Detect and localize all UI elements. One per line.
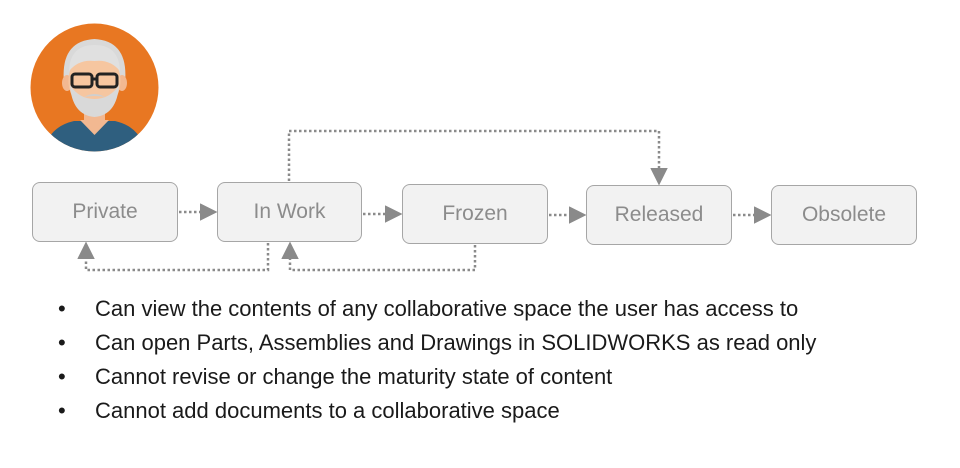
lifecycle-connectors <box>77 129 772 272</box>
state-released: Released <box>586 185 732 245</box>
state-obsolete: Obsolete <box>771 185 917 245</box>
state-frozen: Frozen <box>402 184 548 244</box>
arrow-inwork-to-released <box>287 129 668 186</box>
permission-item: •Can open Parts, Assemblies and Drawings… <box>58 330 817 355</box>
permission-list: •Can view the contents of any collaborat… <box>50 292 930 428</box>
arrow-inwork-to-private <box>77 241 270 272</box>
permission-item: •Can view the contents of any collaborat… <box>58 296 799 321</box>
state-in-work: In Work <box>217 182 362 242</box>
permission-item: •Cannot revise or change the maturity st… <box>58 364 613 389</box>
user-avatar-icon <box>30 23 159 152</box>
arrow-frozen-to-inwork <box>281 241 477 272</box>
permission-item: •Cannot add documents to a collaborative… <box>58 398 560 423</box>
state-private: Private <box>32 182 178 242</box>
